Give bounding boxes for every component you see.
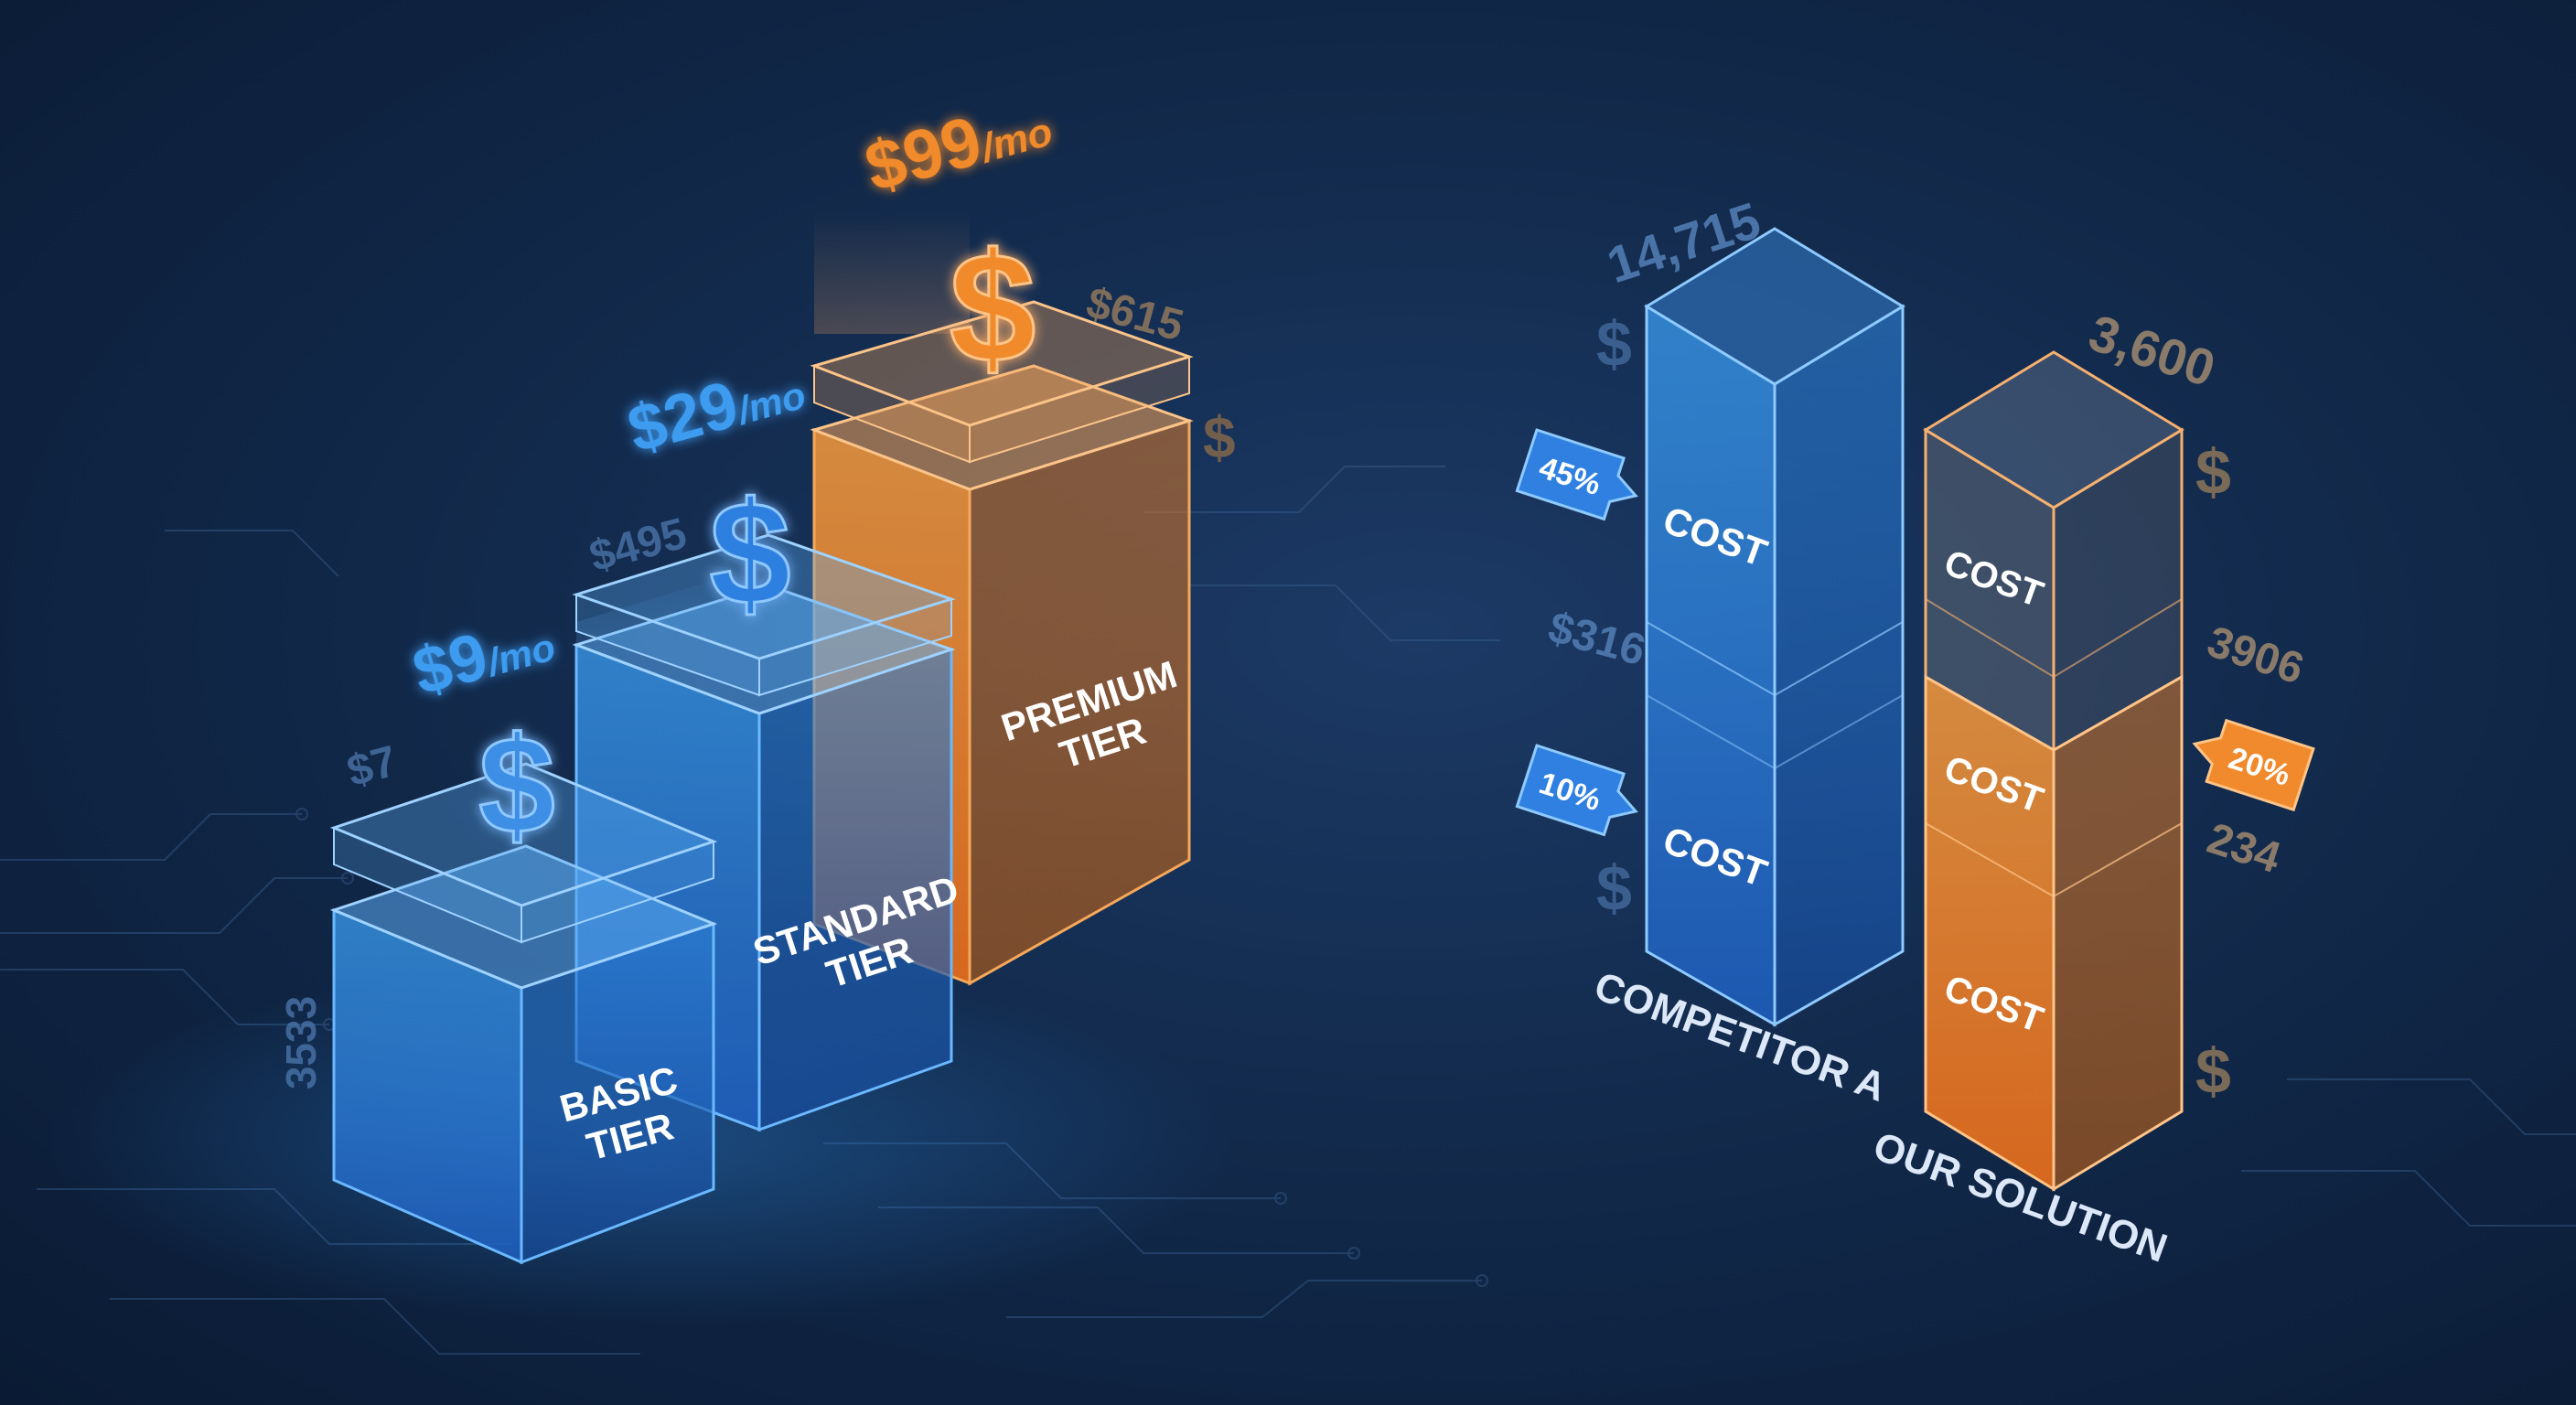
- dollar-sign-icon: $: [710, 471, 791, 635]
- price-premium: $99: [857, 102, 989, 207]
- svg-text:$9/mo: $9/mo: [405, 602, 561, 709]
- badge-10: 10%: [1515, 744, 1638, 837]
- price-standard: $29: [620, 368, 746, 467]
- ours-total-symbol: $: [2195, 436, 2231, 508]
- competitor-column: [1644, 227, 1905, 1027]
- price-basic: $9: [405, 619, 495, 709]
- price-unit: /mo: [481, 625, 560, 684]
- basic-tier-box: [329, 762, 718, 1265]
- badge-20: 20%: [2192, 718, 2315, 812]
- dollar-sign-icon: $: [950, 221, 1036, 395]
- our-solution-column: [1923, 350, 2184, 1192]
- dollar-sign-icon: $: [478, 708, 554, 862]
- axis-value: 3533: [277, 996, 325, 1089]
- price-unit: /mo: [731, 373, 810, 433]
- ours-mid-value: 3906: [2202, 617, 2310, 693]
- competitor-low-symbol: $: [1596, 853, 1632, 924]
- competitor-total-symbol: $: [1596, 308, 1632, 380]
- standard-tier-box: [572, 533, 956, 1132]
- side-value: $7: [342, 737, 402, 797]
- svg-text:$99/mo: $99/mo: [857, 83, 1058, 207]
- side-symbol: $: [1203, 404, 1236, 470]
- price-unit: /mo: [974, 109, 1057, 171]
- ours-bottom-symbol: $: [2195, 1035, 2231, 1107]
- ours-low-value: 234: [2202, 814, 2287, 883]
- svg-text:$29/mo: $29/mo: [620, 350, 811, 467]
- competitor-mid-value: $316: [1543, 603, 1650, 675]
- badge-45: 45%: [1515, 428, 1638, 521]
